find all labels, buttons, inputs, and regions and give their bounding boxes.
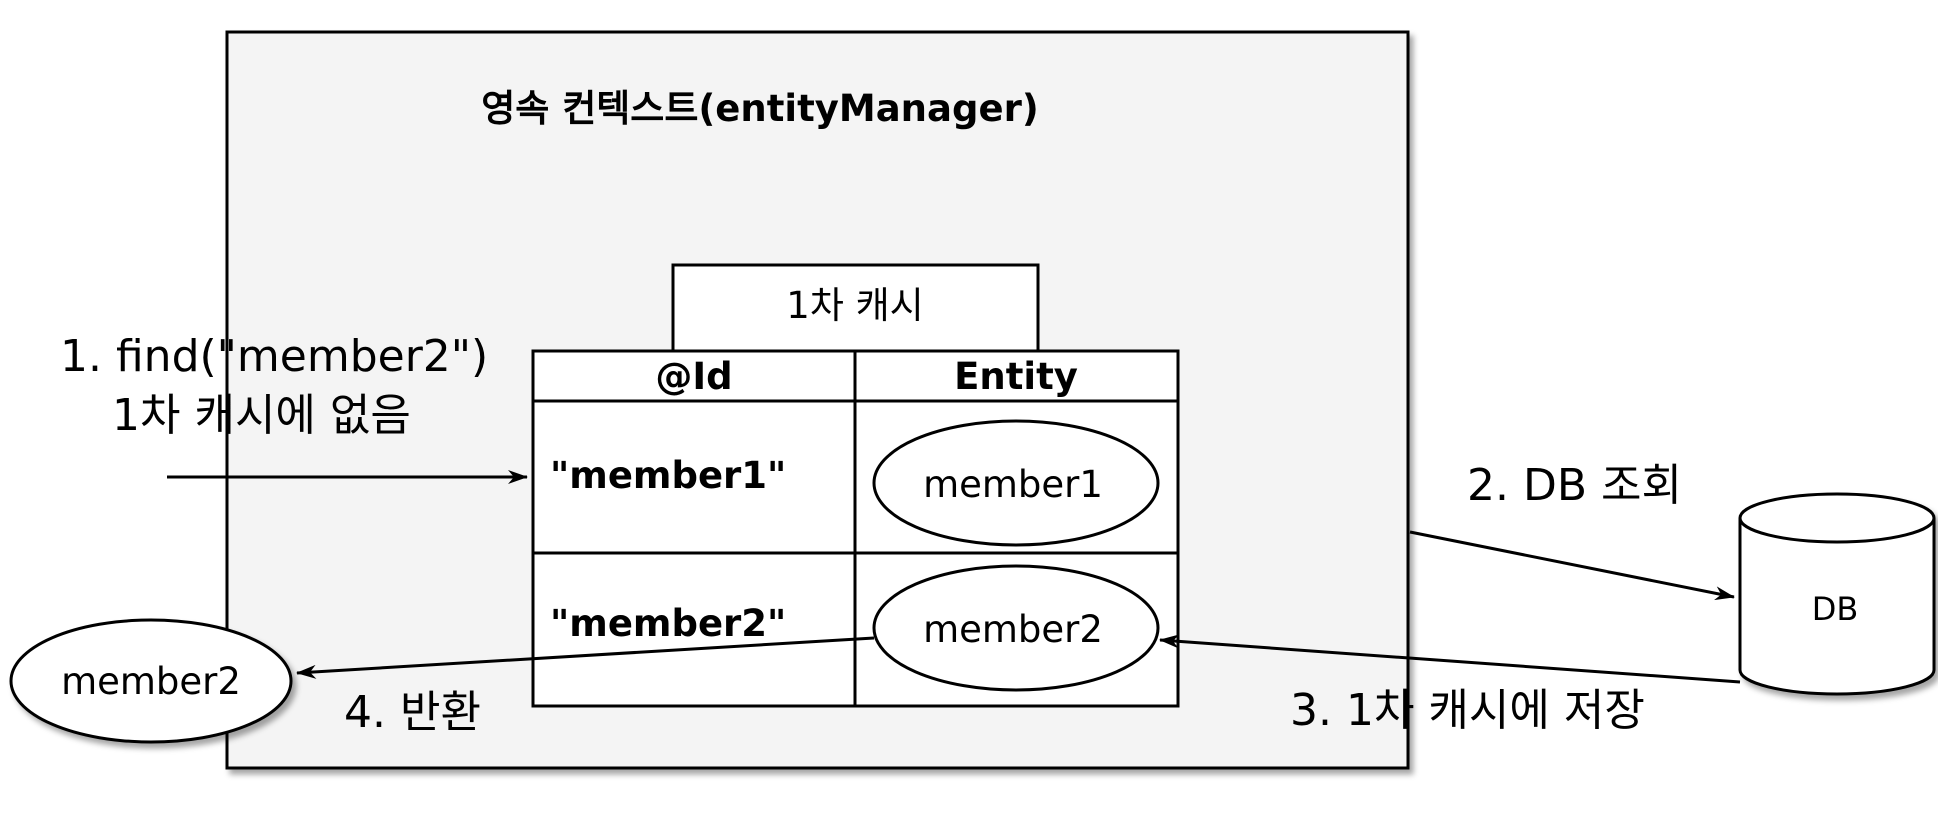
returned-entity: member2 [61, 660, 241, 703]
row2-entity: member2 [923, 608, 1103, 651]
store-cache-arrow [1159, 634, 1741, 684]
cache-label: 1차 캐시 [786, 284, 923, 327]
header-entity: Entity [954, 355, 1078, 398]
row1-entity-ellipse [872, 419, 1160, 547]
context-title: 영속 컨텍스트(entityManager) [481, 87, 1038, 130]
header-id: @Id [655, 355, 732, 398]
step1-line2: 1차 캐시에 없음 [112, 390, 411, 441]
row1-id: "member1" [550, 454, 786, 497]
db-query-arrow [1409, 530, 1735, 601]
row1-entity: member1 [923, 463, 1103, 506]
step1-line1: 1. find("member2") [60, 331, 488, 382]
row2-id: "member2" [550, 602, 786, 645]
returned-entity-ellipse [9, 618, 293, 744]
return-arrow [296, 636, 875, 679]
step2-label: 2. DB 조회 [1467, 460, 1682, 511]
row2-entity-ellipse [872, 564, 1160, 692]
step4-label: 4. 반환 [344, 687, 481, 738]
step3-label: 3. 1차 캐시에 저장 [1290, 685, 1645, 736]
cache-label-box [671, 263, 1040, 353]
db-label: DB [1812, 590, 1859, 628]
db-cylinder [1738, 492, 1936, 696]
